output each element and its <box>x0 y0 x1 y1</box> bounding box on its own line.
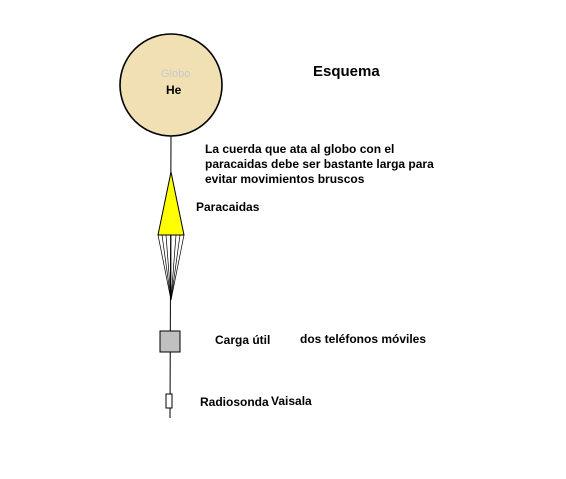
balloon-shape <box>119 33 223 137</box>
balloon-name-label: Globo <box>161 68 191 80</box>
payload-description: dos teléfonos móviles <box>300 332 427 346</box>
payload-box <box>159 330 181 353</box>
radiosonde-description: Vaisala <box>271 394 312 408</box>
parachute-shroud-lines <box>157 234 185 301</box>
parachute-label: Paracaidas <box>196 200 260 214</box>
parachute-canopy <box>157 171 185 236</box>
balloon-gas-label: He <box>166 83 182 97</box>
tether-note-line: La cuerda que ata al globo con el <box>205 142 395 156</box>
radiosonde-box <box>165 393 173 409</box>
diagram-title: Esquema <box>313 63 380 80</box>
radiosonde-label: Radiosonda <box>200 395 269 409</box>
tether-note-line: evitar movimientos bruscos <box>205 172 365 186</box>
payload-label: Carga útil <box>215 333 271 347</box>
tether-note-line: paracaidas debe ser bastante larga para <box>205 157 434 171</box>
tether-note: La cuerda que ata al globo con el paraca… <box>205 142 434 187</box>
